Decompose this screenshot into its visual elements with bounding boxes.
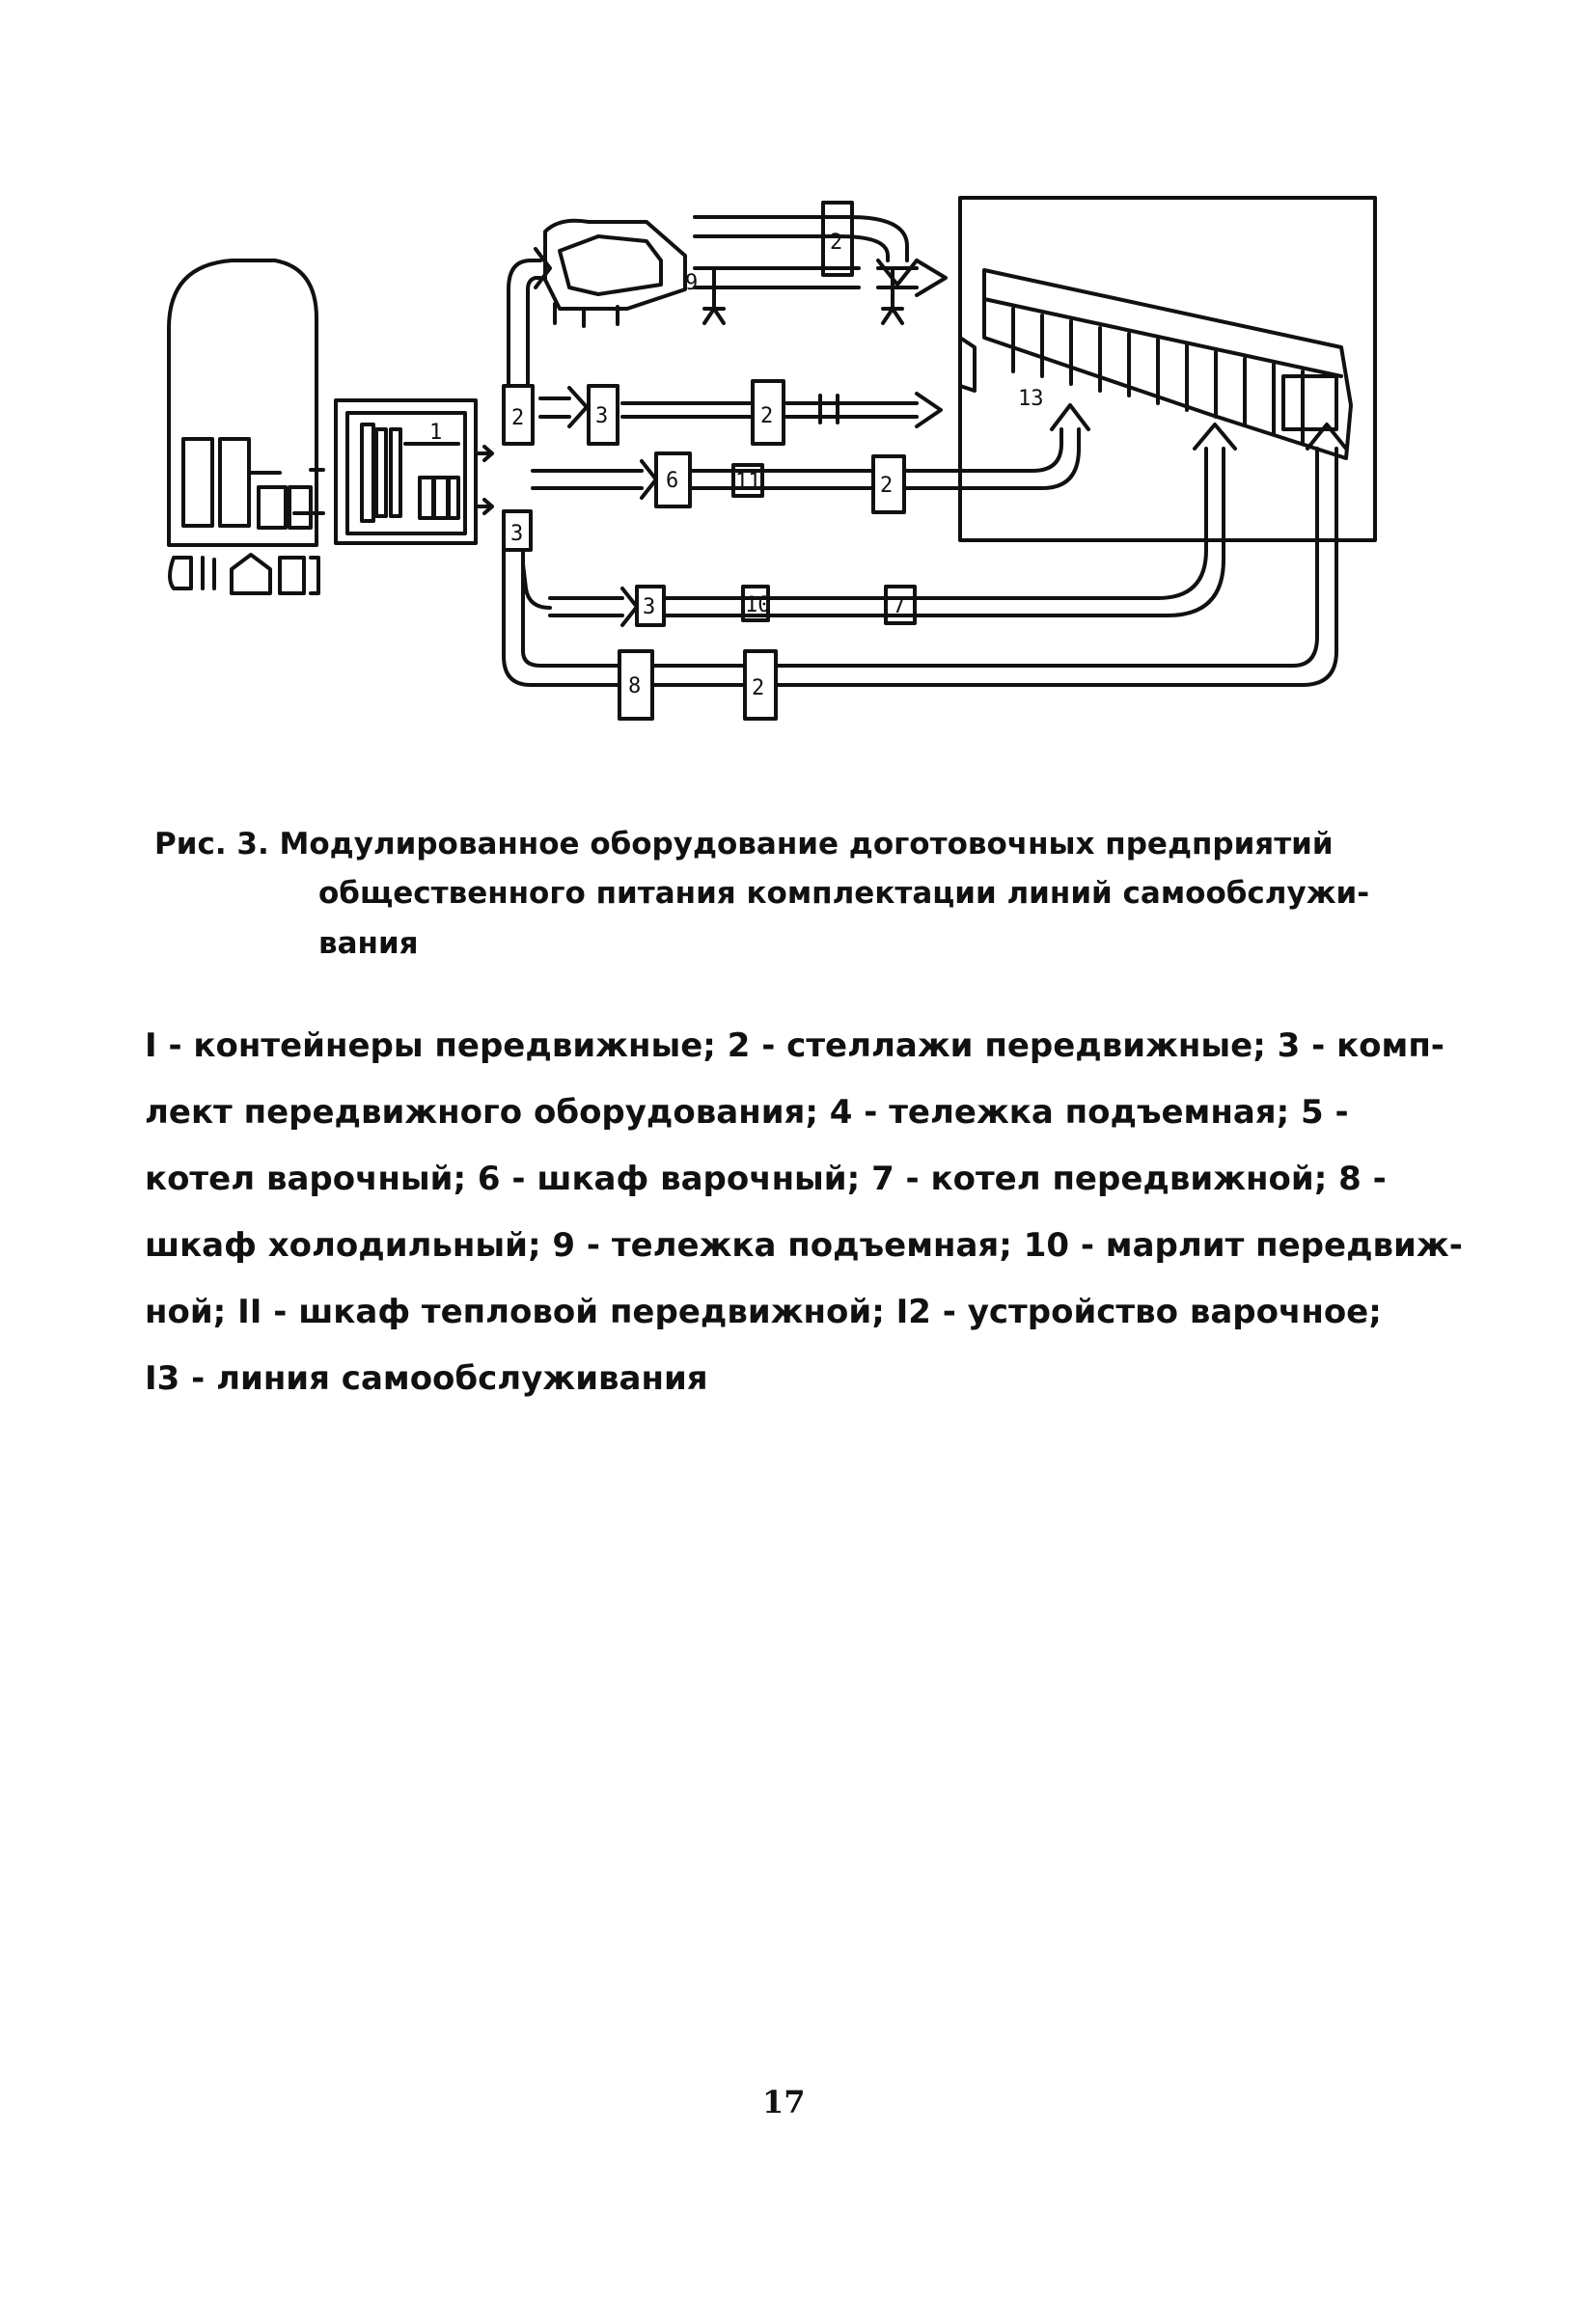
label-3-c: 3	[643, 595, 655, 619]
kit-3-left	[502, 509, 533, 552]
equipment-diagram: 1 2 2 2 2 2 3 3 3 6 7 8 9 10 11 13	[145, 164, 1399, 762]
caption-line-2: общественного питания комплектации линий…	[318, 876, 1370, 911]
figure-caption: Рис. 3. Модулированное оборудование дого…	[154, 820, 1409, 969]
route-5	[502, 423, 1348, 721]
figure-legend: I - контейнеры передвижные; 2 - стеллажи…	[145, 1013, 1463, 1412]
caption-line-3: вания	[318, 926, 419, 961]
label-2-b: 2	[830, 231, 842, 255]
route-2	[538, 379, 943, 446]
label-9: 9	[685, 271, 698, 295]
label-7: 7	[893, 594, 905, 618]
label-8: 8	[628, 674, 641, 698]
label-10: 10	[745, 593, 771, 617]
legend-line: шкаф холодильный; 9 - тележка подъемная;…	[145, 1226, 1463, 1265]
container-block-1	[334, 398, 494, 545]
legend-line: I3 - линия самообслуживания	[145, 1359, 708, 1398]
legend-line: I - контейнеры передвижные; 2 - стеллажи…	[145, 1026, 1445, 1065]
rack-2-left	[502, 384, 535, 446]
label-11: 11	[735, 470, 761, 494]
label-2-e: 2	[752, 676, 764, 700]
route-3	[587, 403, 1090, 514]
caption-line-1: Рис. 3. Модулированное оборудование дого…	[154, 827, 1334, 861]
label-2-a: 2	[511, 406, 524, 430]
label-3-b: 3	[595, 404, 608, 428]
label-3-a: 3	[510, 522, 523, 546]
route-top	[543, 201, 948, 328]
label-2-d: 2	[880, 474, 893, 498]
truck-icon	[167, 259, 325, 595]
route-4	[521, 423, 1237, 627]
legend-line: котел варочный; 6 - шкаф варочный; 7 - к…	[145, 1160, 1387, 1198]
label-1: 1	[429, 421, 442, 445]
label-2-c: 2	[760, 404, 773, 428]
legend-line: ной; II - шкаф тепловой передвижной; I2 …	[145, 1293, 1382, 1331]
label-13: 13	[1018, 387, 1044, 411]
label-6: 6	[666, 469, 678, 493]
legend-line: лект передвижного оборудования; 4 - теле…	[145, 1093, 1349, 1132]
serving-line-icon	[958, 268, 1353, 460]
equipment-diagram-svg: 1 2 2 2 2 2 3 3 3 6 7 8 9 10 11 13	[167, 196, 1377, 721]
page-number: 17	[762, 2084, 806, 2120]
frame-13	[958, 196, 1377, 542]
